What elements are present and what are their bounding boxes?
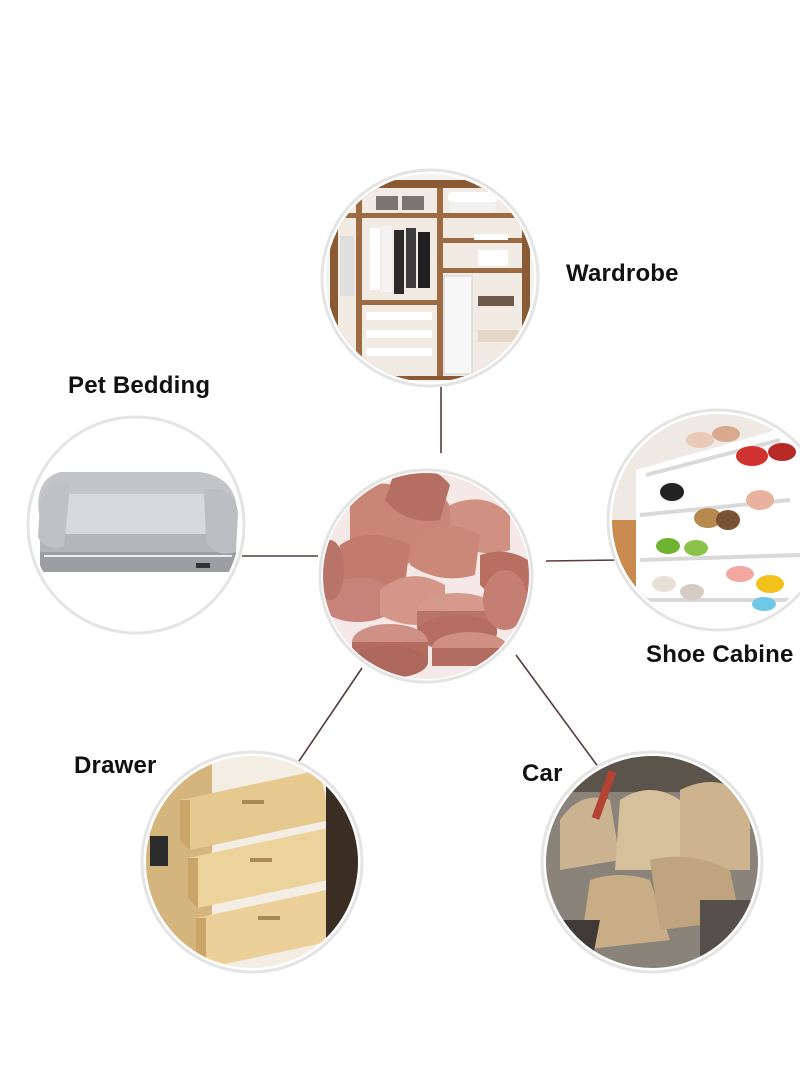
drawer-photo bbox=[140, 750, 364, 974]
shoe-rack-photo bbox=[606, 408, 800, 632]
cedar-blocks-photo bbox=[318, 468, 534, 684]
connector-lines bbox=[242, 386, 621, 769]
connector-car bbox=[515, 654, 600, 769]
wardrobe-photo bbox=[320, 168, 540, 388]
label-wardrobe: Wardrobe bbox=[566, 260, 679, 287]
label-drawer: Drawer bbox=[74, 752, 157, 779]
label-car: Car bbox=[522, 760, 563, 787]
label-pet-bedding: Pet Bedding bbox=[68, 372, 211, 399]
connector-shoe-cabinet bbox=[545, 559, 621, 562]
connector-drawer bbox=[296, 667, 363, 765]
pet-bed-photo bbox=[26, 415, 246, 635]
label-shoe-cabinet: Shoe Cabine bbox=[646, 641, 794, 668]
car-interior-photo bbox=[540, 750, 764, 974]
